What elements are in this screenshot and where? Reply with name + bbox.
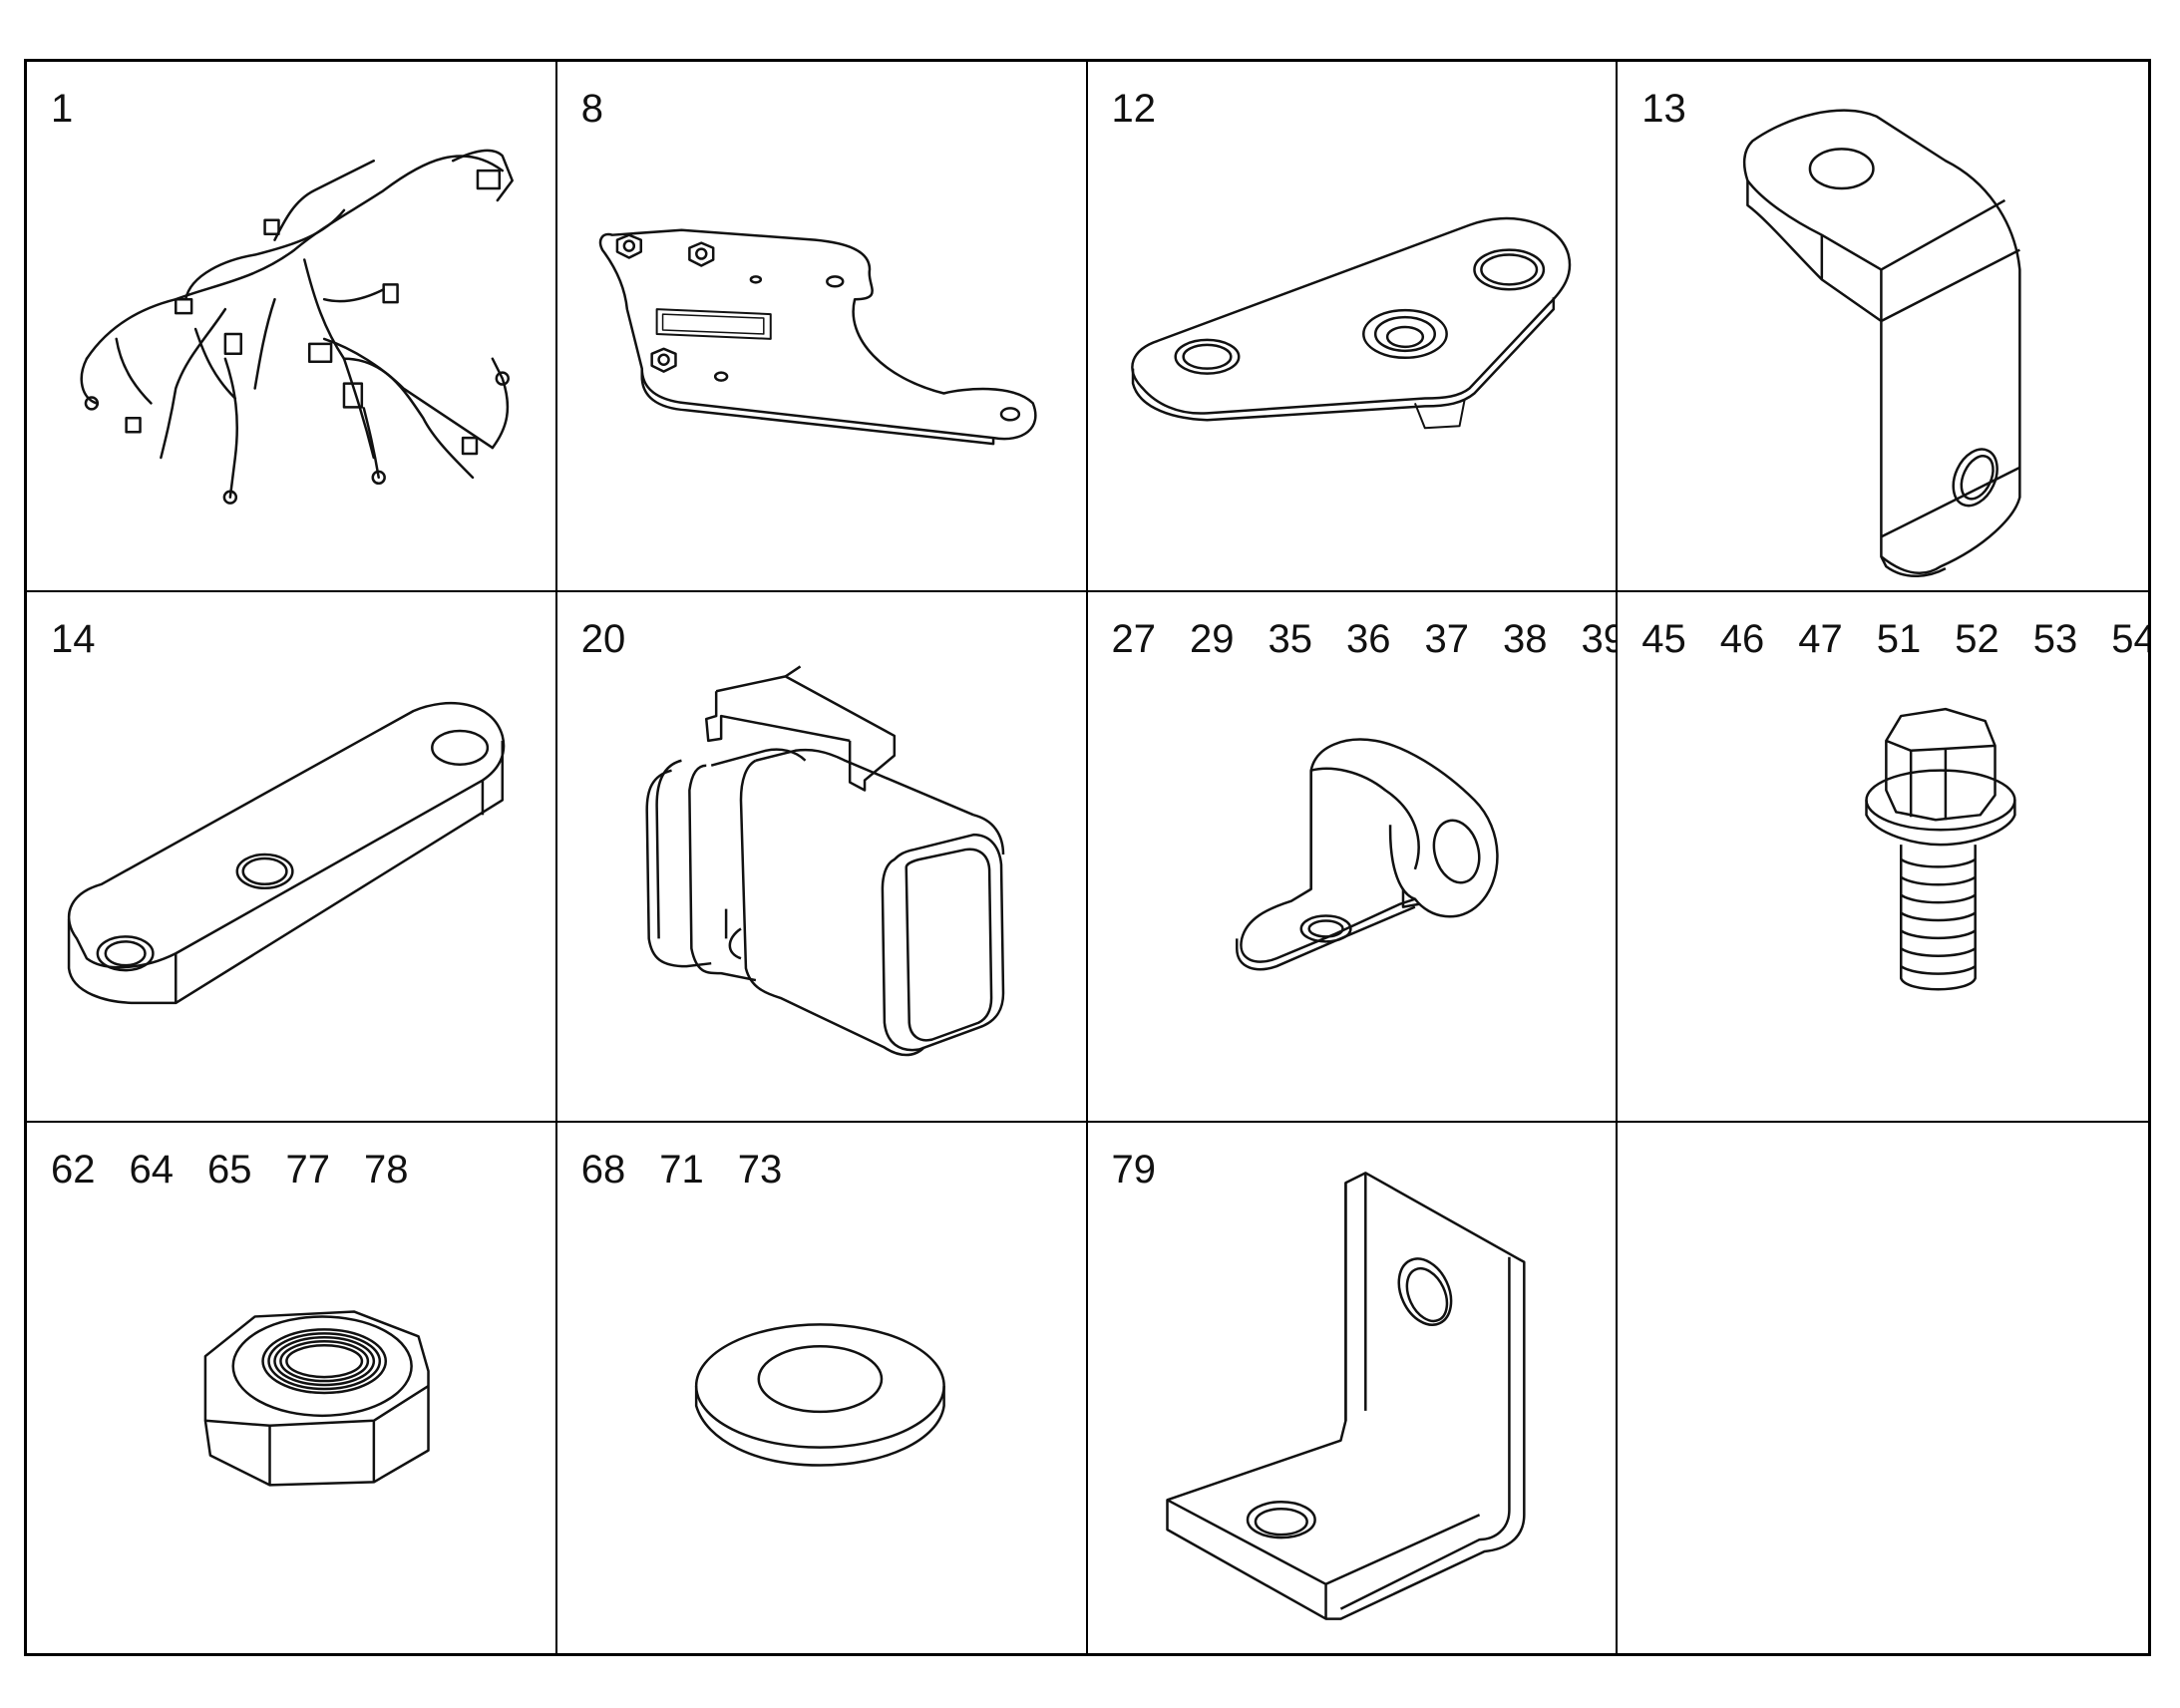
- cell-12: 12: [1087, 62, 1619, 592]
- part-number-label: 47: [1798, 617, 1843, 661]
- part-number-list: 45 46 47 51 52 53 54 55 59: [1641, 614, 2148, 698]
- part-number-list: 14: [51, 614, 96, 698]
- cell-79: 79: [1088, 1123, 1619, 1653]
- part-number-label: 68: [580, 1148, 626, 1192]
- part-number-list: 1: [51, 84, 73, 168]
- cell-45: 45 46 47 51 52 53 54 55 59: [1618, 592, 2148, 1123]
- part-number-label: 13: [1641, 87, 1686, 131]
- part-number-label: 29: [1190, 617, 1235, 661]
- part-number-label: 52: [1955, 617, 1999, 661]
- cell-62: 62 64 65 77 78: [27, 1123, 557, 1653]
- part-number-label: 37: [1424, 617, 1470, 661]
- part-number-label: 14: [51, 617, 96, 661]
- part-number-label: 73: [737, 1148, 783, 1192]
- part-number-label: 46: [1719, 617, 1765, 661]
- part-number-list: 79: [1112, 1145, 1157, 1228]
- part-number-label: 39: [1581, 617, 1617, 661]
- angle-bracket-icon: [1618, 62, 2148, 590]
- part-number-label: 45: [1641, 617, 1686, 661]
- part-number-label: 65: [207, 1148, 252, 1192]
- part-number-list: 13: [1641, 84, 1686, 168]
- triangular-bracket-icon: [1088, 62, 1617, 590]
- part-number-list: 68 71 73: [581, 1145, 783, 1228]
- part-number-list: 20: [581, 614, 626, 698]
- part-number-label: 35: [1268, 617, 1313, 661]
- part-number-list: 27 29 35 36 37 38 39 40: [1111, 614, 1617, 698]
- part-number-label: 20: [580, 617, 626, 661]
- wiring-harness-icon: [27, 62, 555, 590]
- part-number-label: 64: [129, 1148, 175, 1192]
- cell-27: 27 29 35 36 37 38 39 40: [1087, 592, 1619, 1123]
- part-number-label: 53: [2032, 617, 2078, 661]
- cell-empty: [1618, 1123, 2148, 1653]
- cell-14: 14: [27, 592, 557, 1123]
- p-clip-icon: [1088, 592, 1617, 1121]
- part-number-label: 1: [51, 87, 74, 131]
- part-number-label: 78: [364, 1148, 409, 1192]
- part-number-label: 8: [580, 87, 603, 131]
- part-number-label: 79: [1111, 1148, 1157, 1192]
- mounting-plate-icon: [557, 62, 1086, 590]
- part-number-label: 38: [1503, 617, 1548, 661]
- part-number-list: 12: [1112, 84, 1157, 168]
- link-plate-icon: [27, 592, 555, 1121]
- cell-1: 1: [27, 62, 557, 592]
- part-number-label: 62: [51, 1148, 96, 1192]
- cell-13: 13: [1618, 62, 2148, 592]
- part-number-list: 8: [581, 84, 603, 168]
- parts-grid: 1: [24, 59, 2151, 1656]
- part-number-label: 12: [1111, 87, 1157, 131]
- connector-icon: [557, 592, 1086, 1121]
- cell-8: 8: [556, 62, 1088, 592]
- l-bracket-icon: [1088, 1123, 1617, 1653]
- part-number-list: 62 64 65 77 78: [51, 1145, 409, 1228]
- hex-nut-icon: [27, 1123, 555, 1653]
- part-number-label: 54: [2111, 617, 2148, 661]
- cell-20: 20: [556, 592, 1088, 1123]
- part-number-label: 51: [1876, 617, 1922, 661]
- part-number-label: 36: [1346, 617, 1391, 661]
- part-number-label: 71: [659, 1148, 704, 1192]
- flat-washer-icon: [557, 1123, 1086, 1653]
- part-number-label: 77: [285, 1148, 331, 1192]
- flange-bolt-icon: [1618, 592, 2148, 1121]
- cell-68: 68 71 73: [557, 1123, 1088, 1653]
- part-number-label: 27: [1111, 617, 1157, 661]
